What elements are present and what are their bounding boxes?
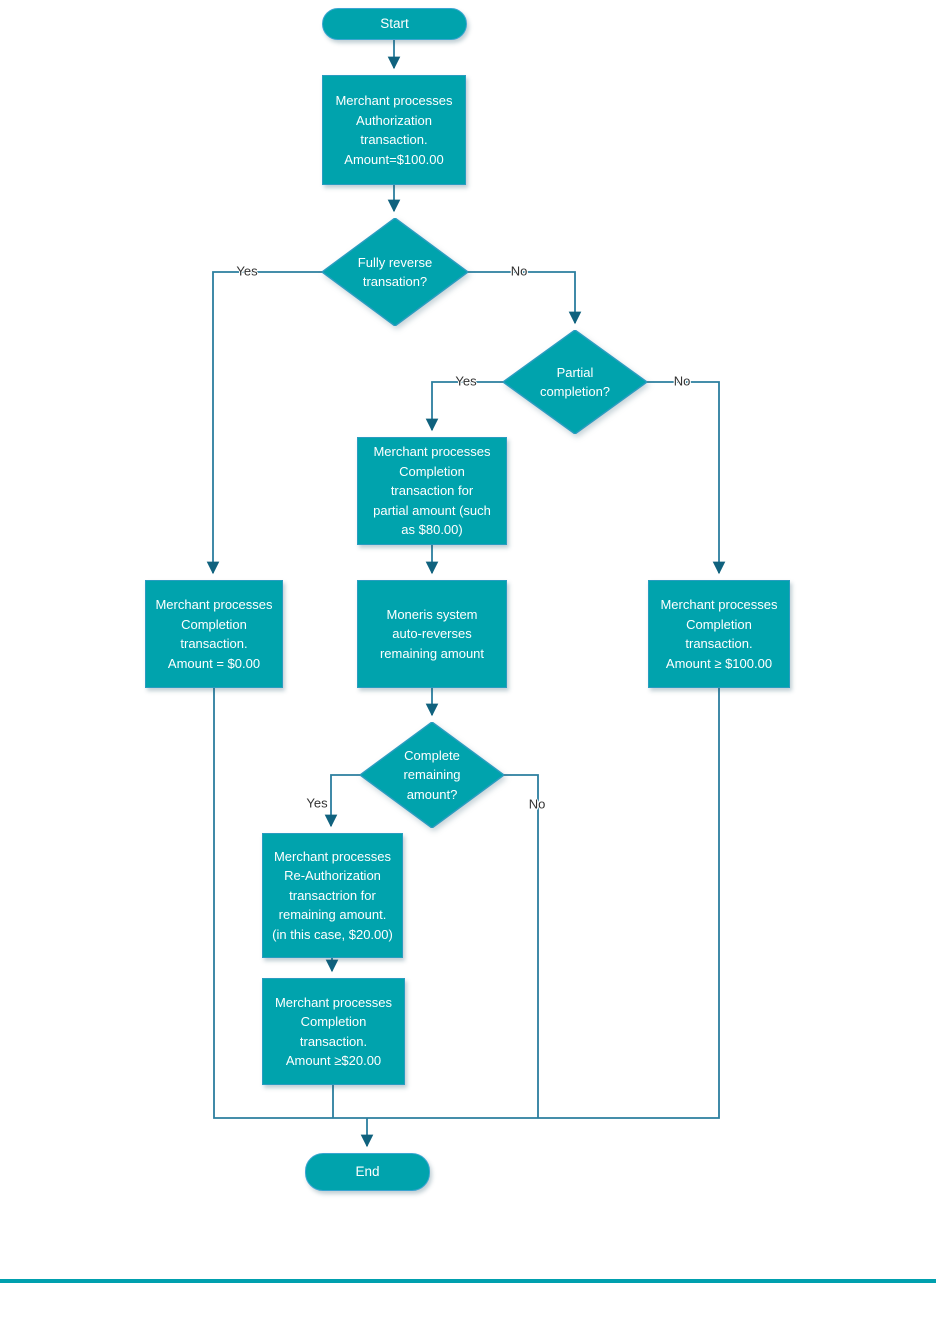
edge-completion-zero-to-join: [213, 688, 367, 1119]
edge-completion-full-to-join: [367, 688, 720, 1119]
reauthorization-label: Merchant processes Re-Authorization tran…: [272, 848, 393, 942]
edge-label-partial-yes: Yes: [455, 373, 477, 389]
diamond-shape: [503, 330, 647, 434]
edge-partial-yes-to-partial-completion: [425, 381, 503, 432]
start-node: Start: [322, 8, 467, 40]
diamond-shape: [322, 218, 468, 326]
partial-completion-decision-label: Partial completion?: [539, 364, 611, 400]
edge-label-remaining-no: No: [528, 796, 546, 812]
edge-label-fully-reverse-no: No: [510, 263, 528, 279]
partial-completion-node: Merchant processes Completion transactio…: [357, 437, 507, 545]
bottom-rule-divider: [0, 1279, 936, 1283]
reauthorization-node: Merchant processes Re-Authorization tran…: [262, 833, 403, 958]
edge-label-remaining-yes: Yes: [306, 795, 328, 811]
edge-remaining-no-to-join: [504, 774, 539, 1118]
authorization-node: Merchant processes Authorization transac…: [322, 75, 466, 185]
partial-completion-label: Merchant processes Completion transactio…: [373, 444, 491, 538]
edge-label-fully-reverse-yes: Yes: [236, 263, 258, 279]
completion-full-label: Merchant processes Completion transactio…: [660, 597, 778, 671]
end-label: End: [355, 1164, 380, 1180]
completion-zero-node: Merchant processes Completion transactio…: [145, 580, 283, 688]
edge-fully-reverse-no-to-partial-decision: [468, 271, 582, 325]
complete-remaining-decision-node: Complete remaining amount?: [360, 722, 504, 828]
edge-fully-reverse-yes-to-completion-zero: [206, 271, 322, 575]
edge-label-partial-no: No: [673, 373, 691, 389]
edge-partial-no-to-completion-full: [647, 381, 726, 575]
fully-reverse-decision-node: Fully reverse transation?: [322, 218, 468, 326]
fully-reverse-decision-label: Fully reverse transation?: [357, 254, 433, 290]
completion-zero-label: Merchant processes Completion transactio…: [155, 597, 273, 671]
moneris-auto-reverse-node: Moneris system auto-reverses remaining a…: [357, 580, 507, 688]
edge-remaining-yes-to-reauthorization: [324, 774, 360, 828]
start-label: Start: [380, 16, 409, 32]
completion-full-node: Merchant processes Completion transactio…: [648, 580, 790, 688]
authorization-label: Merchant processes Authorization transac…: [335, 93, 453, 167]
end-node: End: [305, 1153, 430, 1191]
diamond-shape: [360, 722, 504, 828]
completion-twenty-label: Merchant processes Completion transactio…: [274, 994, 393, 1069]
complete-remaining-decision-label: Complete remaining amount?: [403, 747, 461, 802]
partial-completion-decision-node: Partial completion?: [503, 330, 647, 434]
moneris-auto-reverse-label: Moneris system auto-reverses remaining a…: [379, 606, 485, 661]
completion-twenty-node: Merchant processes Completion transactio…: [262, 978, 405, 1085]
